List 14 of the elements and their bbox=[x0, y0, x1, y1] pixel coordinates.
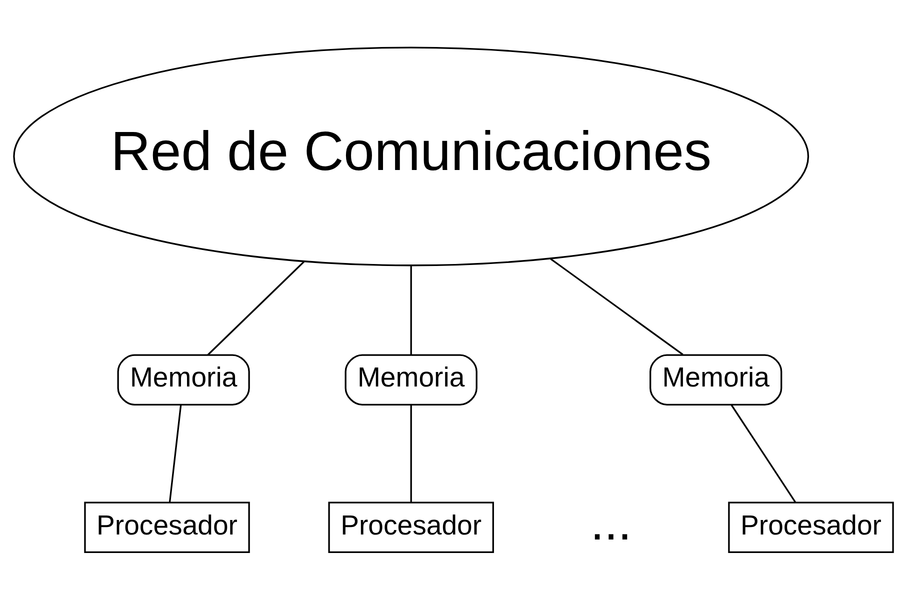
node-box: Procesador bbox=[728, 501, 894, 553]
node-box: Procesador bbox=[84, 501, 250, 553]
node-box: Memoria bbox=[117, 354, 250, 405]
connector bbox=[168, 404, 182, 502]
node-box: Procesador bbox=[328, 501, 494, 553]
node-box: Memoria bbox=[344, 354, 478, 405]
connector bbox=[410, 404, 412, 502]
connector bbox=[410, 265, 412, 354]
node-ellipse: Red de Comunicaciones bbox=[13, 46, 810, 266]
label: ... bbox=[590, 494, 632, 550]
connector bbox=[207, 260, 305, 355]
node-box: Memoria bbox=[650, 354, 782, 405]
connector bbox=[550, 258, 684, 355]
connector bbox=[730, 404, 796, 502]
